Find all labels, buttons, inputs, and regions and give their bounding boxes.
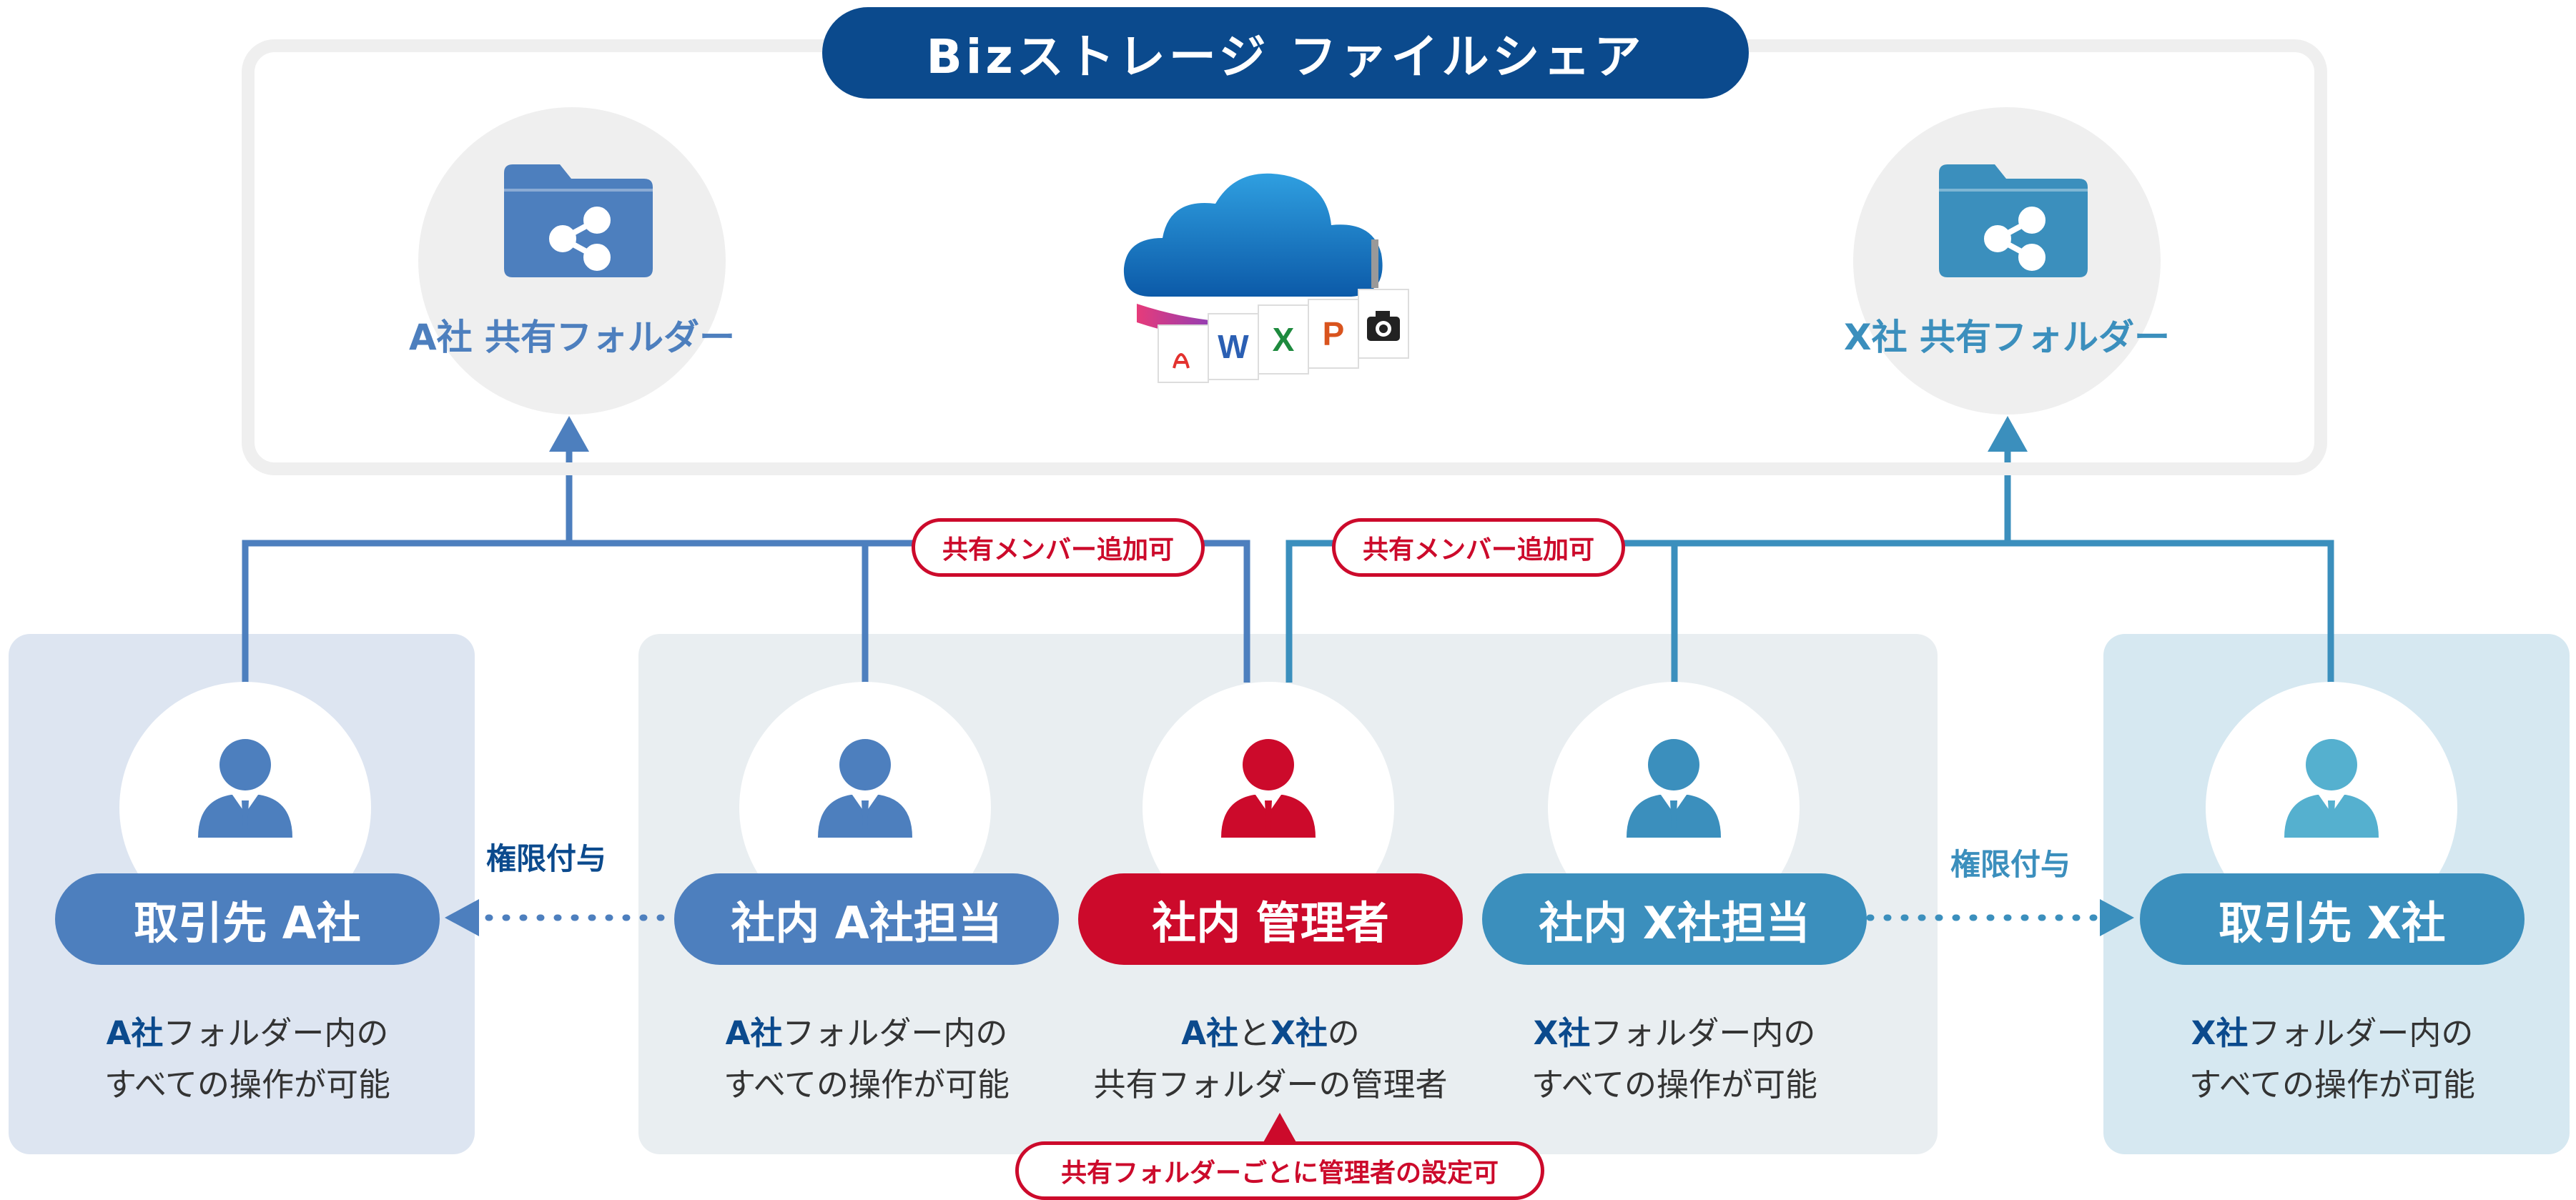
desc-partner-a: A社フォルダー内の すべての操作が可能 (104, 1014, 391, 1104)
powerpoint-app-letter: P (1323, 315, 1345, 352)
desc-admin: A社とX社の 共有フォルダーの管理者 (1093, 1014, 1448, 1104)
admin-per-folder-tag: 共有フォルダーごとに管理者の設定可 (1015, 1141, 1544, 1200)
member-add-tag-a: 共有メンバー追加可 (912, 518, 1205, 577)
shared-folder-x-icon (1939, 164, 2088, 277)
partner-x-person-icon (2284, 739, 2379, 838)
admin-pointer-arrow (1263, 1113, 1297, 1144)
excel-app-letter: X (1273, 321, 1295, 358)
internal-a-person-icon (818, 739, 912, 838)
role-partner-x: 取引先 X社 (2140, 873, 2525, 965)
grant-x-arrowhead (2100, 899, 2134, 936)
camera-icon (1367, 311, 1400, 341)
grant-a-arrowhead (445, 899, 479, 936)
shared-folder-a-icon (504, 164, 653, 277)
connector-a-line (242, 540, 1250, 683)
role-admin: 社内 管理者 (1078, 873, 1463, 965)
service-title: Bizストレージ ファイルシェア (822, 7, 1749, 99)
internal-x-person-icon (1627, 739, 1721, 838)
role-partner-a: 取引先 A社 (55, 873, 440, 965)
folder-a-label: A社 共有フォルダー (408, 317, 736, 358)
word-app-letter: W (1218, 328, 1249, 365)
grant-label-a: 権限付与 (486, 841, 607, 876)
role-internal-x: 社内 X社担当 (1482, 873, 1867, 965)
arrowhead-a-up (549, 416, 589, 452)
grant-label-x: 権限付与 (1950, 847, 2071, 882)
arrowhead-x-up (1988, 416, 2028, 452)
admin-person-icon (1221, 739, 1316, 838)
cloud-storage-icon: W X P (1123, 173, 1409, 383)
connector-x-line (1285, 540, 2334, 683)
desc-internal-a: A社フォルダー内の すべての操作が可能 (723, 1014, 1010, 1104)
member-add-tag-x: 共有メンバー追加可 (1332, 518, 1625, 577)
partner-a-person-icon (198, 739, 292, 838)
desc-partner-x: X社フォルダー内の すべての操作が可能 (2188, 1014, 2476, 1104)
folder-x-label: X社 共有フォルダー (1844, 317, 2170, 358)
role-internal-a: 社内 A社担当 (674, 873, 1059, 965)
desc-internal-x: X社フォルダー内の すべての操作が可能 (1531, 1014, 1818, 1104)
